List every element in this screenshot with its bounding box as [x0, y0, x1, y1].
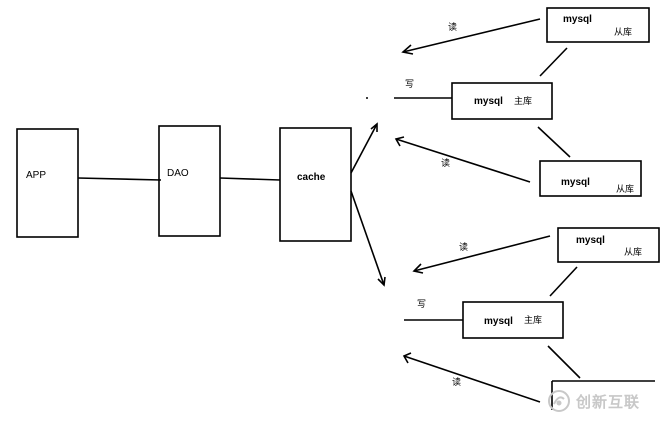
read-arrowhead-2b — [402, 352, 412, 364]
dao-label: DAO — [167, 168, 189, 179]
master2-slave2a-link — [549, 266, 578, 297]
dao-box — [158, 125, 221, 237]
watermark-text: 创新互联 — [576, 392, 641, 411]
write-label-1: 写 — [405, 80, 415, 90]
read-label-2b: 读 — [452, 378, 462, 388]
read-arrowhead-1a — [401, 44, 414, 55]
read-label-1a: 读 — [448, 23, 458, 33]
slave1a-box — [546, 7, 650, 43]
write-label-2: 写 — [417, 300, 427, 310]
app-box — [16, 128, 79, 238]
master1-role-label: 主库 — [514, 97, 533, 107]
master2-box — [462, 301, 564, 339]
read-arrow-1a — [402, 18, 541, 53]
slave2b-box — [551, 380, 655, 410]
slave1b-box — [539, 160, 642, 197]
stray-dot — [366, 97, 368, 99]
chuangxin-logo-icon — [548, 390, 570, 412]
master2-slave2b-link — [547, 345, 581, 379]
read-label-2a: 读 — [459, 243, 469, 253]
cache-up-arrowhead — [370, 122, 378, 132]
cache-up-link — [350, 123, 378, 174]
slave1a-db-label: mysql — [563, 14, 592, 25]
slave2a-box — [557, 227, 660, 263]
read-arrowhead-2a — [412, 263, 424, 274]
read-arrow-2b — [403, 355, 541, 403]
watermark: 创新互联 — [548, 384, 668, 418]
cache-down-arrowhead — [377, 276, 386, 287]
slave1a-role-label: 从库 — [614, 28, 633, 38]
master1-slave1b-link — [537, 126, 571, 158]
app-label: APP — [26, 170, 47, 181]
master1-box — [451, 82, 553, 120]
slave1b-db-label: mysql — [561, 177, 590, 188]
master2-db-label: mysql — [484, 316, 513, 327]
slave2a-db-label: mysql — [576, 235, 605, 246]
read-arrow-2a — [413, 235, 551, 272]
dao-cache-link — [219, 177, 281, 181]
slave2a-role-label: 从库 — [624, 248, 643, 258]
app-dao-link — [77, 177, 162, 181]
master1-slave1a-link — [539, 47, 568, 77]
master1-db-label: mysql — [474, 96, 503, 107]
cache-down-link — [350, 190, 385, 286]
read-label-1b: 读 — [441, 159, 451, 169]
read-arrowhead-1b — [394, 136, 405, 147]
master2-role-label: 主库 — [524, 316, 543, 326]
read-arrow-1b — [395, 138, 531, 183]
cache-label: cache — [297, 172, 326, 183]
cache-box — [279, 127, 352, 242]
slave1b-role-label: 从库 — [616, 185, 635, 195]
